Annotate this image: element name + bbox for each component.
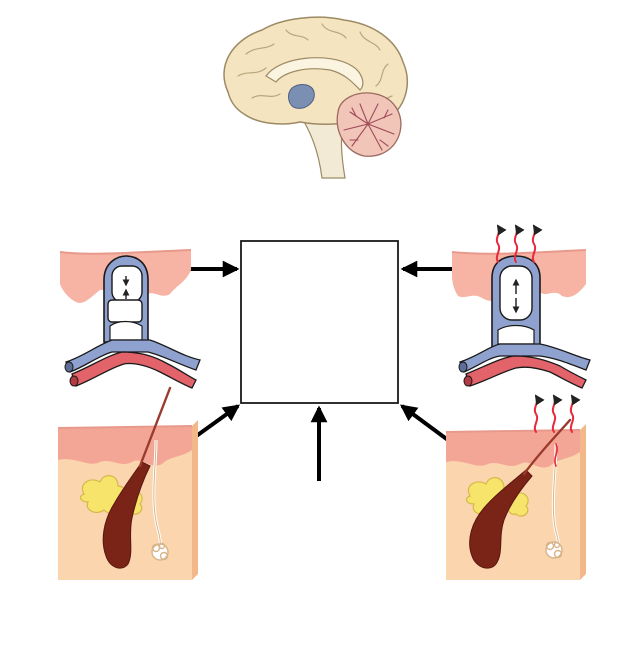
hair-follicle	[102, 461, 151, 569]
ventricle	[288, 84, 315, 109]
sweat-gland	[545, 541, 563, 559]
heat-wave-icon	[533, 394, 581, 467]
control-center-box	[240, 240, 399, 404]
cerebellum	[336, 92, 402, 157]
skin-vessel-constricted-icon	[59, 249, 201, 389]
artery-vessel	[71, 351, 197, 389]
hair-follicle-raised-icon	[57, 386, 198, 580]
hair-shaft	[522, 418, 572, 476]
brain-icon	[223, 16, 409, 179]
dermis-layer	[446, 452, 580, 580]
corpus-callosum	[265, 57, 364, 91]
vein-vessel	[459, 343, 591, 373]
skin-vessel-dilated-icon	[451, 224, 591, 389]
epidermis-layer	[58, 426, 192, 466]
epidermis-layer	[446, 430, 580, 468]
vein-vessel	[65, 339, 201, 373]
artery-vessel	[465, 355, 587, 389]
sweat-gland	[151, 542, 169, 561]
hair-shaft	[138, 386, 172, 468]
sweat-gland-active-icon	[445, 394, 586, 580]
arrow-sweating-to-center	[399, 404, 454, 445]
hair-follicle	[469, 469, 533, 569]
heat-wave-icon	[495, 224, 543, 263]
